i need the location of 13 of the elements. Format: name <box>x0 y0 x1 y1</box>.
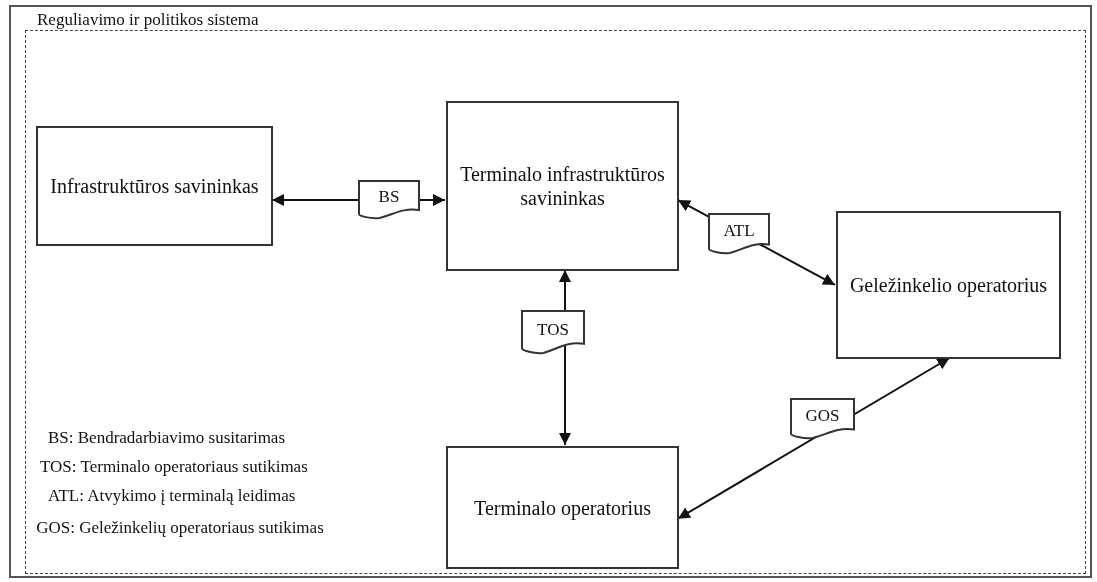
document-label: TOS <box>521 310 585 355</box>
document-label: ATL <box>708 213 770 255</box>
document-label: BS <box>358 180 420 220</box>
legend-note: GOS: Geležinkelių operatoriaus sutikimas <box>35 517 325 539</box>
process-box: Terminalo infrastruktūros savininkas <box>446 101 679 271</box>
legend-note: BS: Bendradarbiavimo susitarimas <box>48 428 286 448</box>
process-box: Infrastruktūros savininkas <box>36 126 273 246</box>
legend-note: TOS: Terminalo operatoriaus sutikimas <box>40 457 308 477</box>
document-label: GOS <box>790 398 855 440</box>
process-box: Geležinkelio operatorius <box>836 211 1061 359</box>
legend-note: ATL: Atvykimo į terminalą leidimas <box>48 486 296 506</box>
process-box: Terminalo operatorius <box>446 446 679 569</box>
diagram-title: Reguliavimo ir politikos sistema <box>37 10 259 30</box>
